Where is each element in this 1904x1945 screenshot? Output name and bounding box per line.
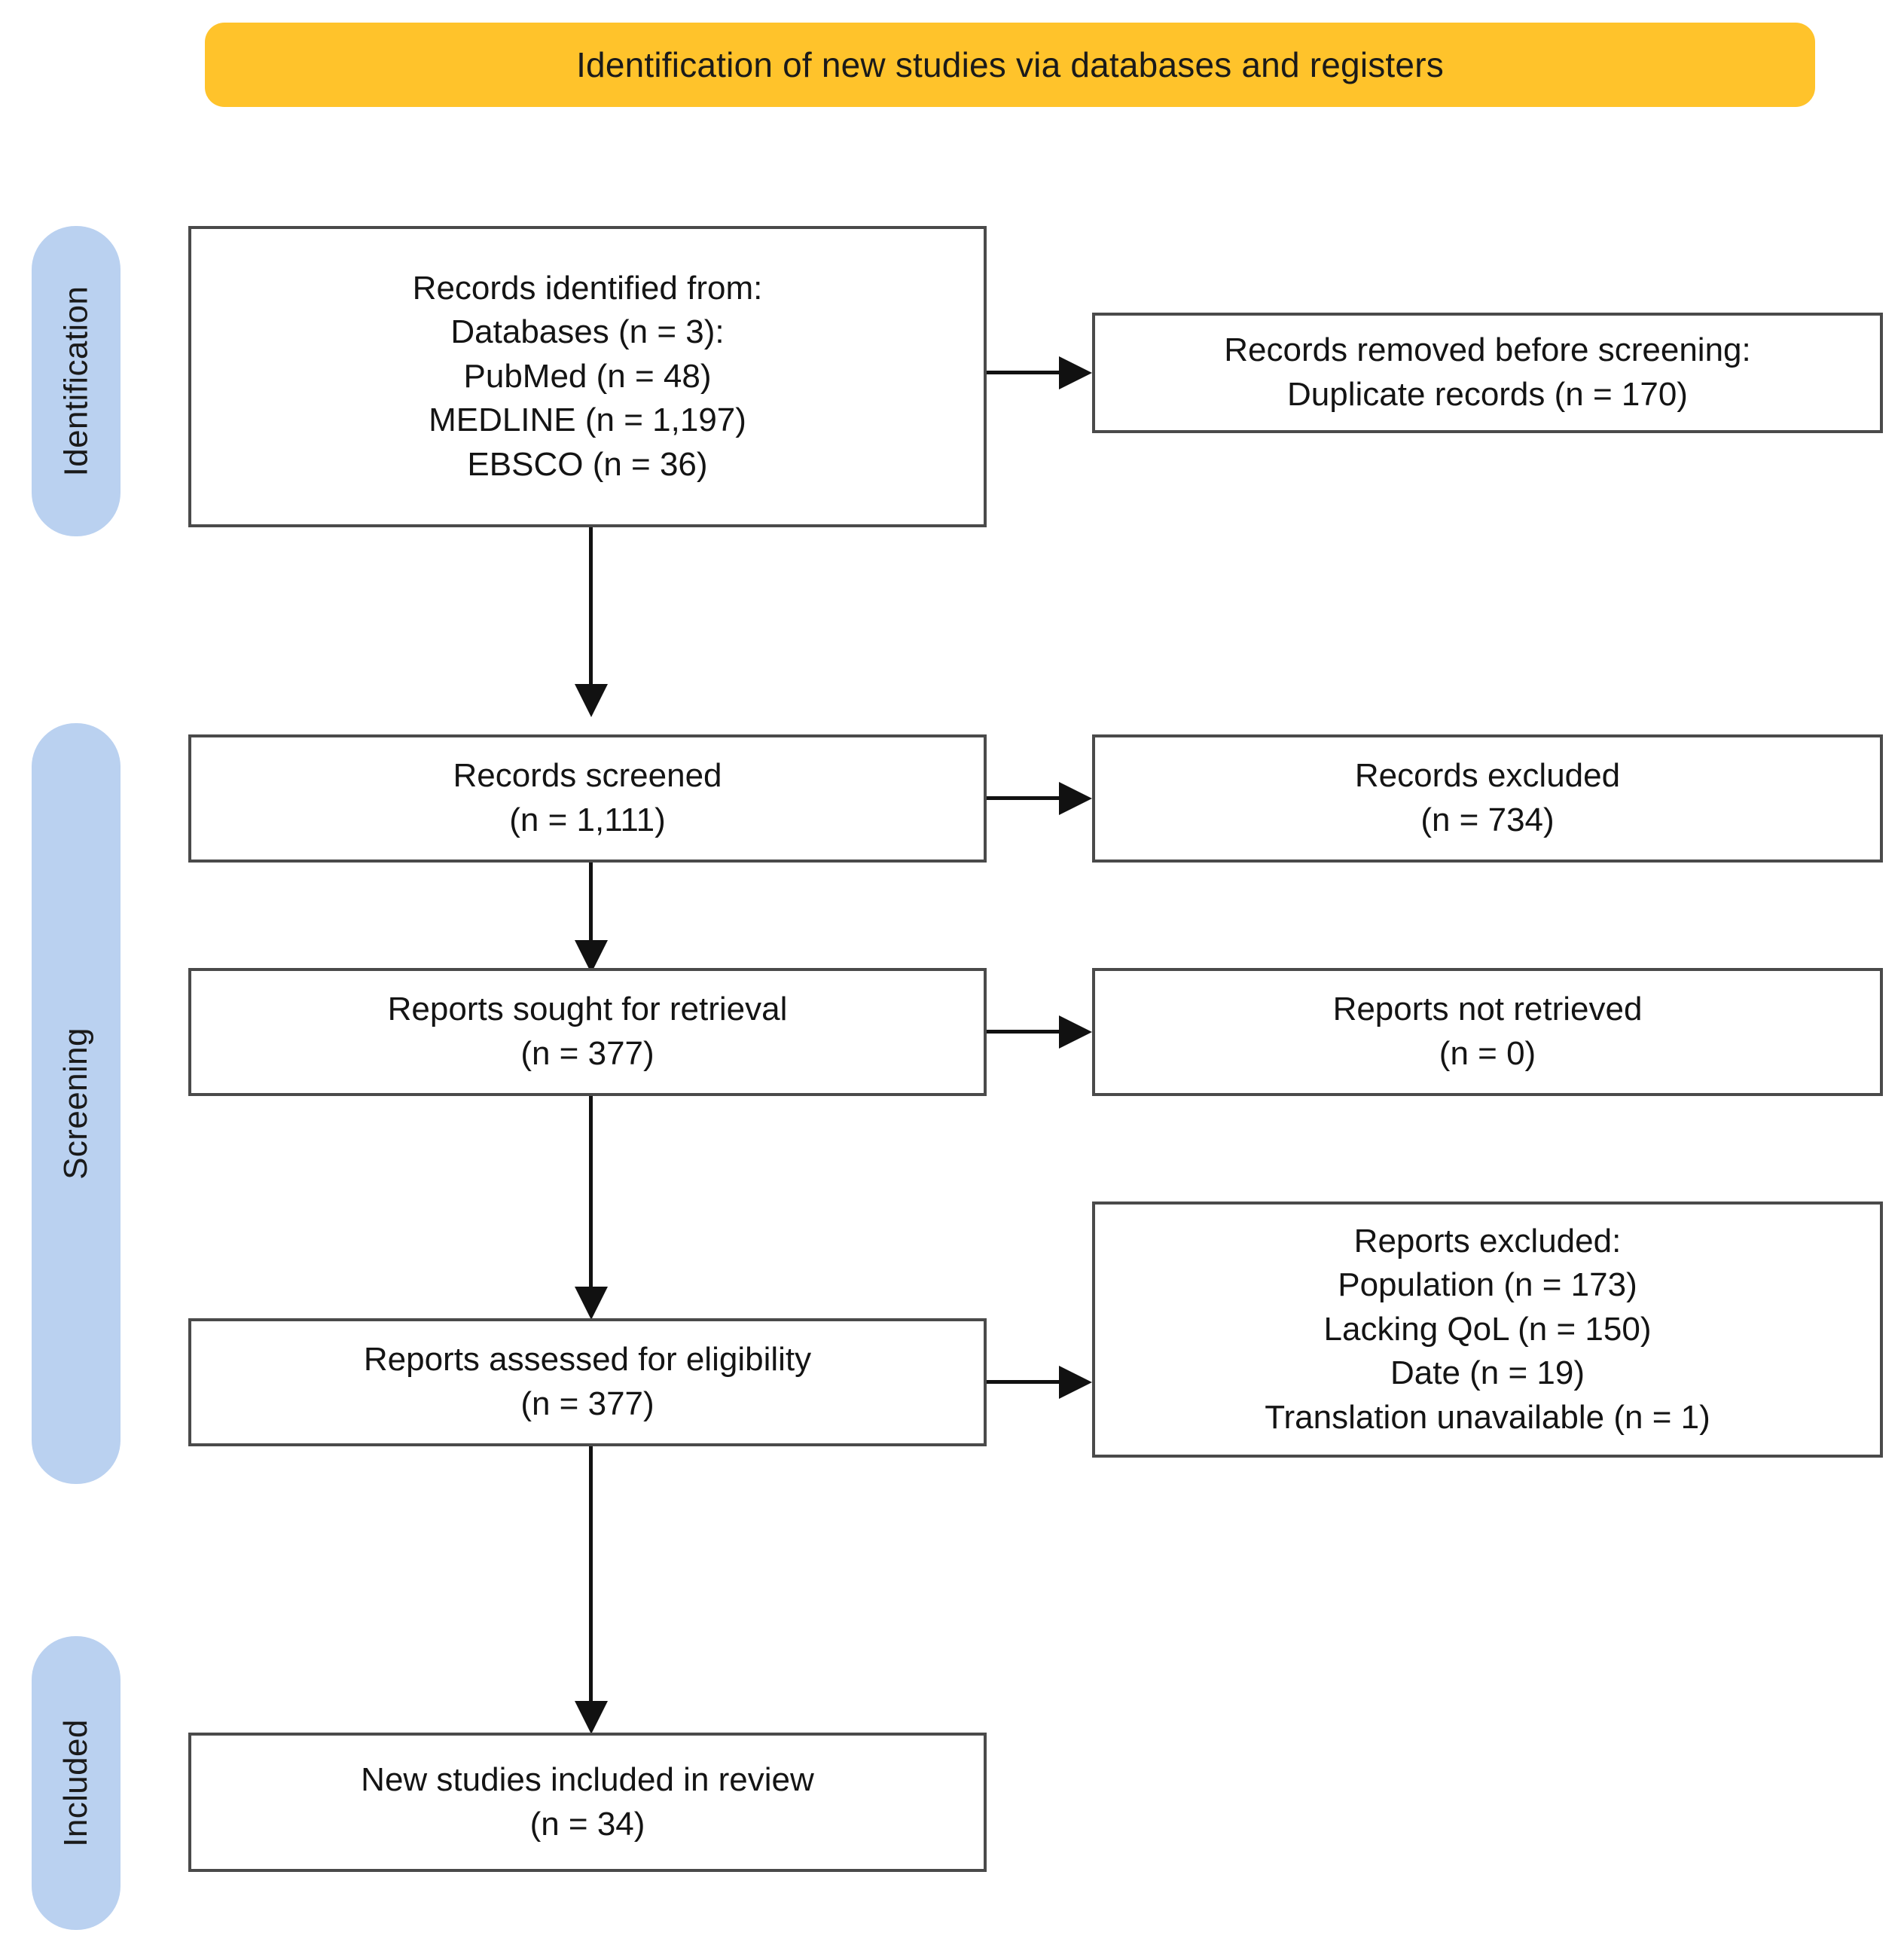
box-line: Records excluded (1354, 757, 1621, 795)
box-records-removed-before-screening: Records removed before screening: Duplic… (1092, 313, 1883, 433)
box-line: Duplicate records (n = 170) (1287, 376, 1688, 413)
box-line: Population (n = 173) (1338, 1266, 1637, 1304)
box-line: PubMed (n = 48) (463, 357, 712, 395)
box-line: Databases (n = 3): (450, 313, 725, 351)
connector-sought-to-not-retrieved (987, 1030, 1066, 1034)
stage-label-screening: Screening (57, 1027, 95, 1180)
box-line: EBSCO (n = 36) (467, 445, 708, 483)
box-line: Records screened (453, 757, 722, 795)
box-line: Reports not retrieved (1332, 991, 1643, 1028)
box-line: Records removed before screening: (1224, 331, 1751, 369)
connector-identified-to-screened (589, 527, 593, 689)
box-line: Reports excluded: (1353, 1222, 1622, 1260)
box-reports-sought-for-retrieval: Reports sought for retrieval (n = 377) (188, 968, 987, 1096)
arrowhead-assessed-to-included (575, 1701, 608, 1734)
box-line: (n = 377) (520, 1385, 654, 1422)
box-reports-not-retrieved: Reports not retrieved (n = 0) (1092, 968, 1883, 1096)
box-reports-excluded: Reports excluded: Population (n = 173) L… (1092, 1202, 1883, 1458)
box-records-identified: Records identified from: Databases (n = … (188, 226, 987, 527)
connector-screened-to-sought (589, 863, 593, 945)
connector-assessed-to-included (589, 1446, 593, 1706)
arrowhead-sought-to-assessed (575, 1287, 608, 1320)
stage-label-identification: Identification (57, 285, 94, 477)
arrowhead-identified-to-removed (1059, 356, 1092, 389)
box-line: (n = 734) (1420, 802, 1555, 838)
box-line: Records identified from: (412, 269, 763, 307)
arrowhead-sought-to-not-retrieved (1059, 1015, 1092, 1049)
stage-pill-included: Included (32, 1636, 121, 1930)
connector-screened-to-excluded (987, 796, 1066, 800)
arrowhead-assessed-to-reports-excluded (1059, 1366, 1092, 1399)
box-line: (n = 1,111) (509, 802, 666, 838)
box-records-excluded: Records excluded (n = 734) (1092, 734, 1883, 863)
box-line: Reports assessed for eligibility (363, 1341, 812, 1379)
box-reports-assessed-for-eligibility: Reports assessed for eligibility (n = 37… (188, 1318, 987, 1446)
diagram-header-banner: Identification of new studies via databa… (205, 23, 1815, 107)
box-line: (n = 377) (520, 1035, 654, 1072)
box-line: Reports sought for retrieval (387, 991, 788, 1028)
stage-pill-identification: Identification (32, 226, 121, 536)
connector-identified-to-removed (987, 371, 1066, 374)
connector-assessed-to-reports-excluded (987, 1380, 1066, 1384)
box-line: Date (n = 19) (1390, 1354, 1585, 1392)
stage-label-included: Included (57, 1719, 94, 1847)
box-line: Lacking QoL (n = 150) (1323, 1310, 1652, 1348)
box-records-screened: Records screened (n = 1,111) (188, 734, 987, 863)
box-line: Translation unavailable (n = 1) (1265, 1398, 1710, 1436)
connector-sought-to-assessed (589, 1096, 593, 1292)
box-line: MEDLINE (n = 1,197) (429, 402, 746, 439)
box-line: (n = 0) (1439, 1035, 1536, 1072)
arrowhead-screened-to-sought (575, 940, 608, 973)
diagram-title: Identification of new studies via databa… (576, 44, 1444, 84)
box-line: New studies included in review (361, 1760, 814, 1798)
arrowhead-screened-to-excluded (1059, 782, 1092, 815)
box-new-studies-included-in-review: New studies included in review (n = 34) (188, 1733, 987, 1872)
stage-pill-screening: Screening (32, 723, 121, 1484)
arrowhead-identified-to-screened (575, 684, 608, 717)
box-line: (n = 34) (529, 1805, 645, 1843)
